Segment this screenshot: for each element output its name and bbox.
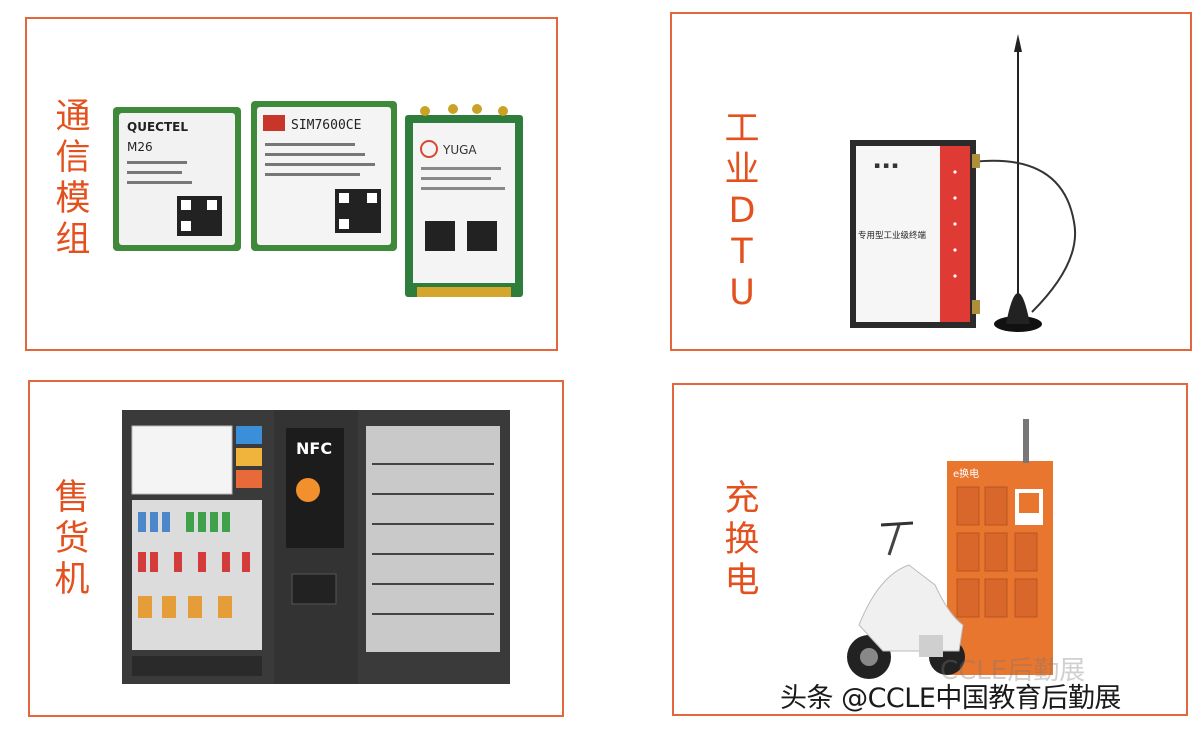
label-char: 机: [54, 560, 90, 600]
charger-brand-text: e换电: [953, 467, 979, 480]
panel-label: 售 货 机: [50, 478, 94, 601]
faint-watermark: CCLE后勤展: [940, 656, 1086, 686]
label-char: 业: [724, 150, 760, 190]
module-yuga: YUGA: [405, 104, 523, 297]
watermark: 头条 @CCLE中国教育后勤展: [780, 683, 1121, 714]
label-char: T: [731, 232, 753, 272]
battery-swap-cabinet-image: e换电: [847, 419, 1053, 679]
label-char: 货: [54, 519, 90, 559]
module-model-text: SIM7600CE: [291, 118, 361, 133]
label-char: 售: [54, 478, 90, 518]
dtu-panel-text: 专用型工业级终端: [858, 230, 927, 241]
panel-label: 工 业 D T U: [720, 109, 764, 314]
module-brand-text: YUGA: [442, 143, 477, 157]
label-char: D: [728, 191, 756, 231]
communication-modules-image: QUECTEL M26 SIM7600CE: [113, 101, 523, 297]
panel-vending-machine: 售 货 机 NFC: [28, 380, 564, 717]
panel-label: 充 换 电: [720, 479, 764, 602]
label-char: 电: [724, 561, 760, 601]
panel-label: 通 信 模 组: [51, 97, 95, 261]
label-char: 模: [55, 179, 91, 219]
label-char: 信: [55, 138, 91, 178]
panel-communication-modules: 通 信 模 组 QUECTEL M26 SIM7600CE: [25, 17, 558, 351]
label-char: 充: [724, 479, 760, 519]
panel-battery-swap: 充 换 电 e换电: [672, 383, 1188, 716]
module-sim7600ce: SIM7600CE: [251, 101, 397, 251]
module-brand-text: QUECTEL: [127, 120, 188, 134]
dtu-device-image: ▪ ▪ ▪ 专用型工业级终端: [850, 34, 1076, 332]
dtu-top-mark: ▪ ▪ ▪: [874, 161, 898, 171]
label-char: U: [729, 273, 755, 313]
nfc-text: NFC: [296, 439, 332, 458]
vending-machine-image: NFC: [122, 410, 510, 684]
label-char: 工: [724, 109, 760, 149]
module-m26: QUECTEL M26: [113, 107, 241, 251]
label-char: 组: [55, 220, 91, 260]
panel-industrial-dtu: 工 业 D T U ▪ ▪ ▪ 专用型工业级终端: [670, 12, 1192, 351]
module-model-text: M26: [127, 140, 153, 154]
label-char: 通: [55, 97, 91, 137]
label-char: 换: [724, 520, 760, 560]
